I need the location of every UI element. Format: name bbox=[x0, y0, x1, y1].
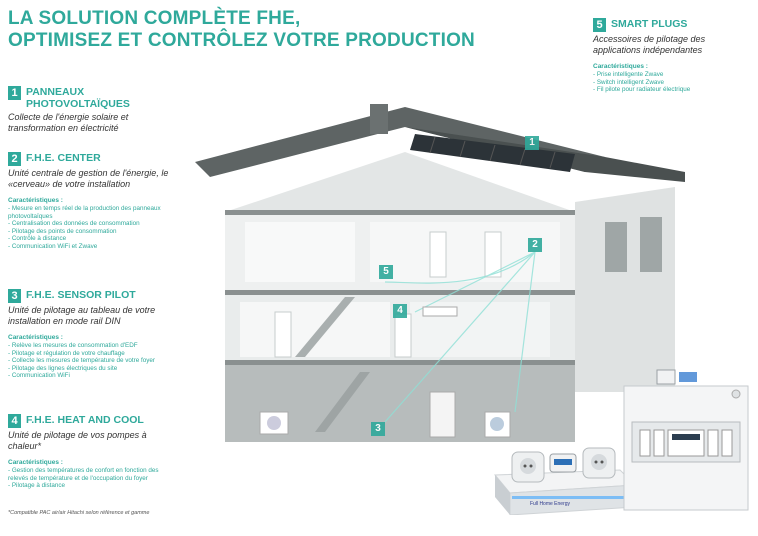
list-item: - Collecte les mesures de température de… bbox=[8, 357, 155, 364]
list-item: - Gestion des températures de confort en… bbox=[8, 467, 159, 482]
section-description: Unité de pilotage de vos pompes à chaleu… bbox=[8, 430, 147, 451]
section-title: F.H.E. CENTER bbox=[26, 152, 101, 164]
list-item: - Communication WiFi et Zwave bbox=[8, 242, 98, 250]
section-description: Collecte de l'énergie solaire et transfo… bbox=[8, 112, 129, 133]
section-number: 4 bbox=[8, 414, 21, 428]
marker-2: 2 bbox=[528, 238, 542, 252]
marker-4: 4 bbox=[393, 304, 407, 318]
section-number: 1 bbox=[8, 86, 21, 100]
section-number: 5 bbox=[593, 18, 606, 32]
section-description: Accessoires de pilotage des applications… bbox=[593, 34, 706, 55]
list-item: - Switch intelligent Zwave bbox=[593, 78, 665, 86]
section-description: Unité de pilotage au tableau de votre in… bbox=[8, 305, 156, 326]
title-line-1: LA SOLUTION COMPLÈTE FHE, bbox=[8, 8, 301, 29]
list-item: - Pilotage à distance bbox=[8, 482, 66, 489]
section-description: Unité centrale de gestion de l'énergie, … bbox=[8, 168, 169, 189]
smart-plug-icon bbox=[508, 448, 548, 484]
list-item: - Contrôle à distance bbox=[8, 235, 67, 242]
page-title: LA SOLUTION COMPLÈTE FHE, OPTIMISEZ ET C… bbox=[8, 8, 475, 52]
electrical-panel bbox=[623, 385, 749, 511]
caracteristiques-list: - Gestion des températures de confort en… bbox=[8, 467, 173, 490]
marker-3: 3 bbox=[371, 422, 385, 436]
footnote: *Compatible PAC air/air Hitachi selon ré… bbox=[8, 510, 150, 516]
section-title: F.H.E. SENSOR PILOT bbox=[26, 289, 136, 301]
list-item: - Fil pilote pour radiateur électrique bbox=[593, 86, 691, 93]
list-item: - Pilotage des points de consommation bbox=[8, 227, 117, 235]
caracteristiques-heading: Caractéristiques : bbox=[8, 197, 63, 204]
title-line-2: OPTIMISEZ ET CONTRÔLEZ VOTRE PRODUCTION bbox=[8, 30, 475, 51]
list-item: - Communication WiFi bbox=[8, 372, 70, 379]
section-fhe-center: 2 F.H.E. CENTER Unité centrale de gestio… bbox=[8, 152, 173, 250]
section-title: PANNEAUX PHOTOVOLTAÏQUES bbox=[26, 86, 130, 110]
section-heat-and-cool: 4 F.H.E. HEAT AND COOL Unité de pilotage… bbox=[8, 414, 173, 490]
list-item: - Pilotage des lignes électriques du sit… bbox=[8, 364, 118, 372]
list-item: - Centralisation des données de consomma… bbox=[8, 220, 140, 227]
smart-plug-icon bbox=[580, 445, 618, 481]
list-item: - Pilotage et régulation de votre chauff… bbox=[8, 349, 125, 357]
caracteristiques-heading: Caractéristiques : bbox=[8, 334, 63, 341]
device-brand-label: Full Home Energy bbox=[530, 501, 571, 507]
house-cutaway-illustration: 1 2 3 4 5 bbox=[185, 92, 705, 457]
section-title: F.H.E. HEAT AND COOL bbox=[26, 414, 144, 426]
caracteristiques-heading: Caractéristiques : bbox=[8, 459, 63, 466]
list-item: - Mesure en temps réel de la production … bbox=[8, 205, 161, 220]
caracteristiques-heading: Caractéristiques : bbox=[593, 63, 648, 70]
marker-1: 1 bbox=[525, 136, 539, 150]
caracteristiques-list: - Relève les mesures de consommation d'E… bbox=[8, 342, 173, 380]
section-number: 2 bbox=[8, 152, 21, 166]
section-sensor-pilot: 3 F.H.E. SENSOR PILOT Unité de pilotage … bbox=[8, 289, 173, 380]
marker-5: 5 bbox=[379, 265, 393, 279]
caracteristiques-list: - Prise intelligente Zwave - Switch inte… bbox=[593, 71, 753, 94]
list-item: - Relève les mesures de consommation d'E… bbox=[8, 342, 138, 349]
sensor-pilot-panel-device bbox=[620, 382, 752, 514]
section-number: 3 bbox=[8, 289, 21, 303]
house-drawing bbox=[195, 104, 685, 442]
section-smart-plugs: 5 SMART PLUGS Accessoires de pilotage de… bbox=[593, 18, 753, 94]
section-title: SMART PLUGS bbox=[611, 18, 688, 30]
switch-module-icon bbox=[548, 452, 578, 474]
caracteristiques-list: - Mesure en temps réel de la production … bbox=[8, 205, 173, 250]
section-panneaux: 1 PANNEAUX PHOTOVOLTAÏQUES Collecte de l… bbox=[8, 86, 173, 134]
list-item: - Prise intelligente Zwave bbox=[593, 71, 664, 78]
thermostat-sensor-icon bbox=[655, 368, 700, 386]
